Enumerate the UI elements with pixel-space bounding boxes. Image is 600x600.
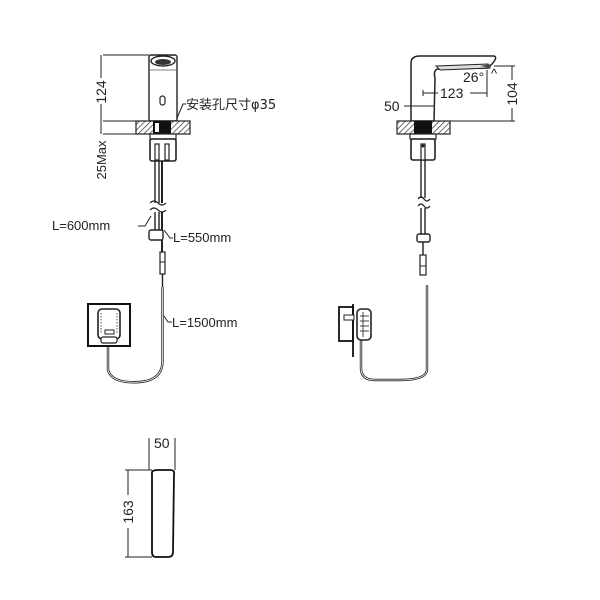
power-adapter-front [87,303,131,347]
box-width-label: 50 [154,435,170,451]
power-cable-length: L=1500mm [172,315,237,330]
supply-hoses-front [148,161,167,287]
faucet-body-front [148,54,178,122]
side-view: 26° ^ 123 50 104 [338,55,520,382]
shank-side [409,133,437,161]
power-adapter-side [338,304,372,357]
sensor-box-outline [150,469,176,558]
deck-thickness-label: 25Max [94,140,109,180]
dimension-lines-box [125,438,176,558]
hose-length-550: L=550mm [173,230,231,245]
dimension-lines-side [404,65,515,122]
supply-hose-side [416,160,431,276]
deck-plate-front [135,120,191,135]
mounting-hole-note: 安装孔尺寸φ35 [186,98,276,113]
height-label: 124 [93,80,109,104]
sensor-window-icon [159,95,166,106]
shank-front [149,133,177,162]
angle-arrow-icon: ^ [491,66,498,81]
faucet-body-side [410,55,497,122]
spout-angle-label: 26° [463,69,484,85]
deck-plate-side [396,120,451,135]
sensor-box-view: 50 163 [120,435,176,558]
box-height-label: 163 [120,500,136,524]
spout-height-label: 104 [504,82,520,106]
dimension-height-front [100,54,149,135]
front-view: 124 25Max 安装孔尺寸φ35 L=600mm L=550mm L=150… [52,54,276,384]
body-width-label: 50 [384,98,400,114]
spout-reach-label: 123 [440,85,464,101]
hose-length-600: L=600mm [52,218,110,233]
